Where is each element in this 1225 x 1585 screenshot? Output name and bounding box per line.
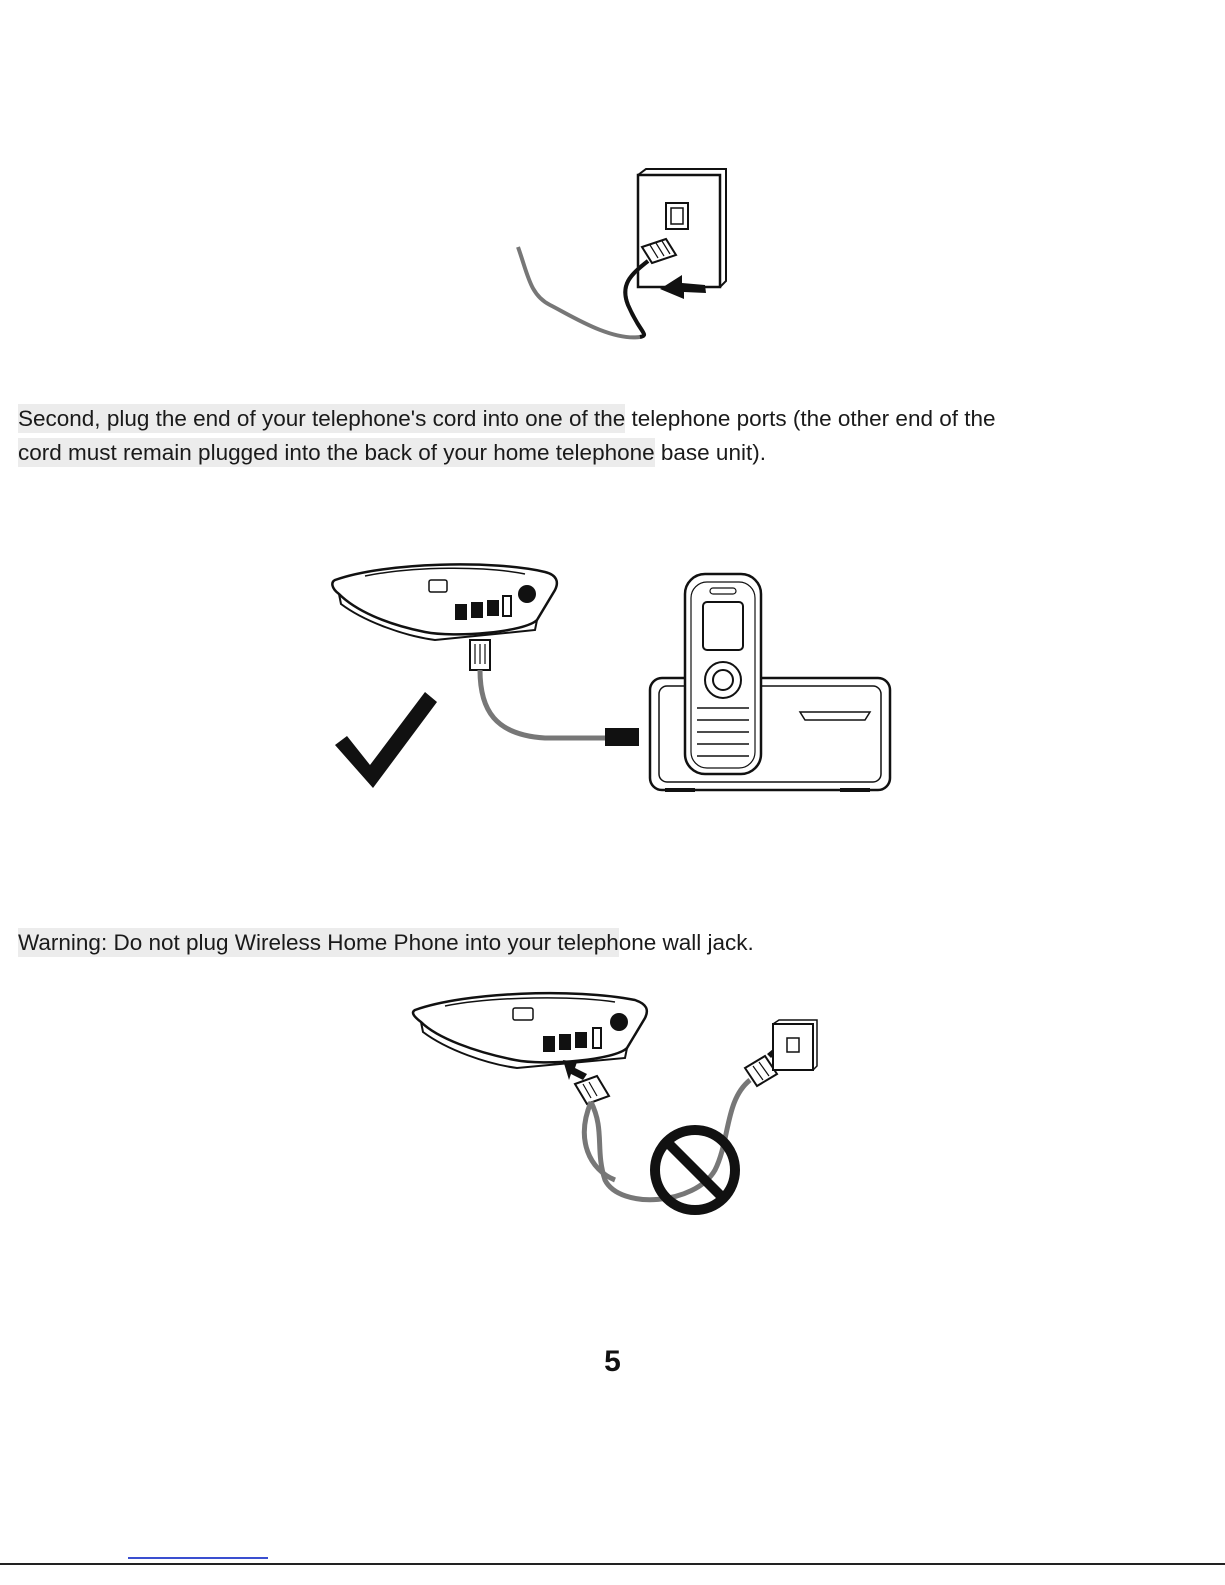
phone-cord	[480, 670, 605, 738]
instruction-text-1: telephone ports (the other end of the	[625, 406, 995, 431]
checkmark-icon	[335, 692, 437, 788]
router-device	[332, 564, 556, 640]
arrow-up-left-icon	[563, 1060, 587, 1080]
phone-cord	[518, 247, 648, 337]
rj11-plug-icon	[575, 1076, 609, 1104]
wall-jack-icon	[638, 169, 726, 287]
rj11-plug-icon	[470, 640, 490, 670]
warning-highlight: Warning: Do not plug Wireless Home Phone…	[18, 928, 619, 957]
page-number: 5	[0, 1345, 1225, 1379]
warning-text: one wall jack.	[619, 930, 754, 955]
warning-notice: Warning: Do not plug Wireless Home Phone…	[18, 926, 1208, 960]
step-two-instructions: Second, plug the end of your telephone's…	[18, 402, 1208, 470]
correct-connection-illustration	[325, 560, 900, 805]
rj11-plug-icon	[605, 728, 639, 746]
footer-divider	[0, 1563, 1225, 1565]
footer-link-underline[interactable]	[128, 1557, 268, 1559]
wall-jack-unplug-illustration	[500, 165, 740, 365]
instruction-text-2: base unit).	[655, 440, 766, 465]
wall-jack-icon	[773, 1020, 817, 1070]
no-sign-icon	[655, 1130, 735, 1210]
instruction-highlight-1: Second, plug the end of your telephone's…	[18, 404, 625, 433]
router-device	[413, 993, 647, 1068]
prohibited-connection-illustration	[405, 980, 835, 1225]
cordless-handset	[685, 574, 761, 774]
instruction-highlight-2: cord must remain plugged into the back o…	[18, 438, 655, 467]
